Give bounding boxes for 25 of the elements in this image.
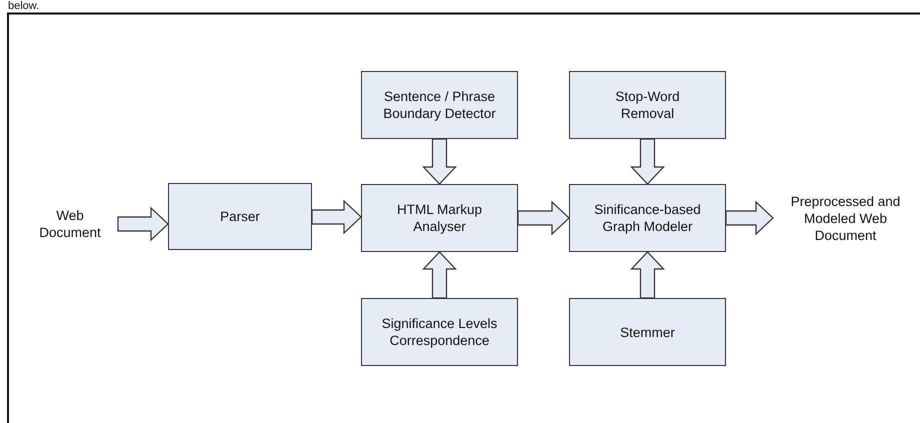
box-label: Significance Levels Correspondence: [380, 315, 498, 349]
block-arrow: [725, 200, 774, 236]
process-box: [168, 183, 312, 250]
process-box: [361, 184, 518, 252]
block-arrow: [630, 251, 665, 299]
box-label: Stemmer: [620, 324, 675, 340]
process-box: [361, 71, 518, 139]
block-arrow: [517, 200, 570, 236]
caption-text: below.: [8, 0, 40, 12]
block-arrow: [422, 138, 457, 185]
process-box: [569, 71, 726, 139]
block-arrow: [422, 251, 457, 299]
process-box: [569, 184, 726, 252]
text-label: Web Document: [22, 202, 118, 246]
box-label: Stop-Word Removal: [614, 88, 681, 122]
process-box: [361, 298, 518, 366]
block-arrow: [117, 206, 169, 242]
box-label: Sentence / Phrase Boundary Detector: [382, 88, 497, 122]
box-label: HTML Markup Analyser: [396, 201, 483, 235]
box-label: Parser: [220, 208, 260, 225]
block-arrow: [311, 200, 362, 234]
process-box: [569, 298, 726, 366]
block-arrow: [630, 138, 665, 185]
text-label: Preprocessed and Modeled Web Document: [773, 185, 918, 251]
box-label: Sinificance-based Graph Modeler: [593, 201, 702, 235]
